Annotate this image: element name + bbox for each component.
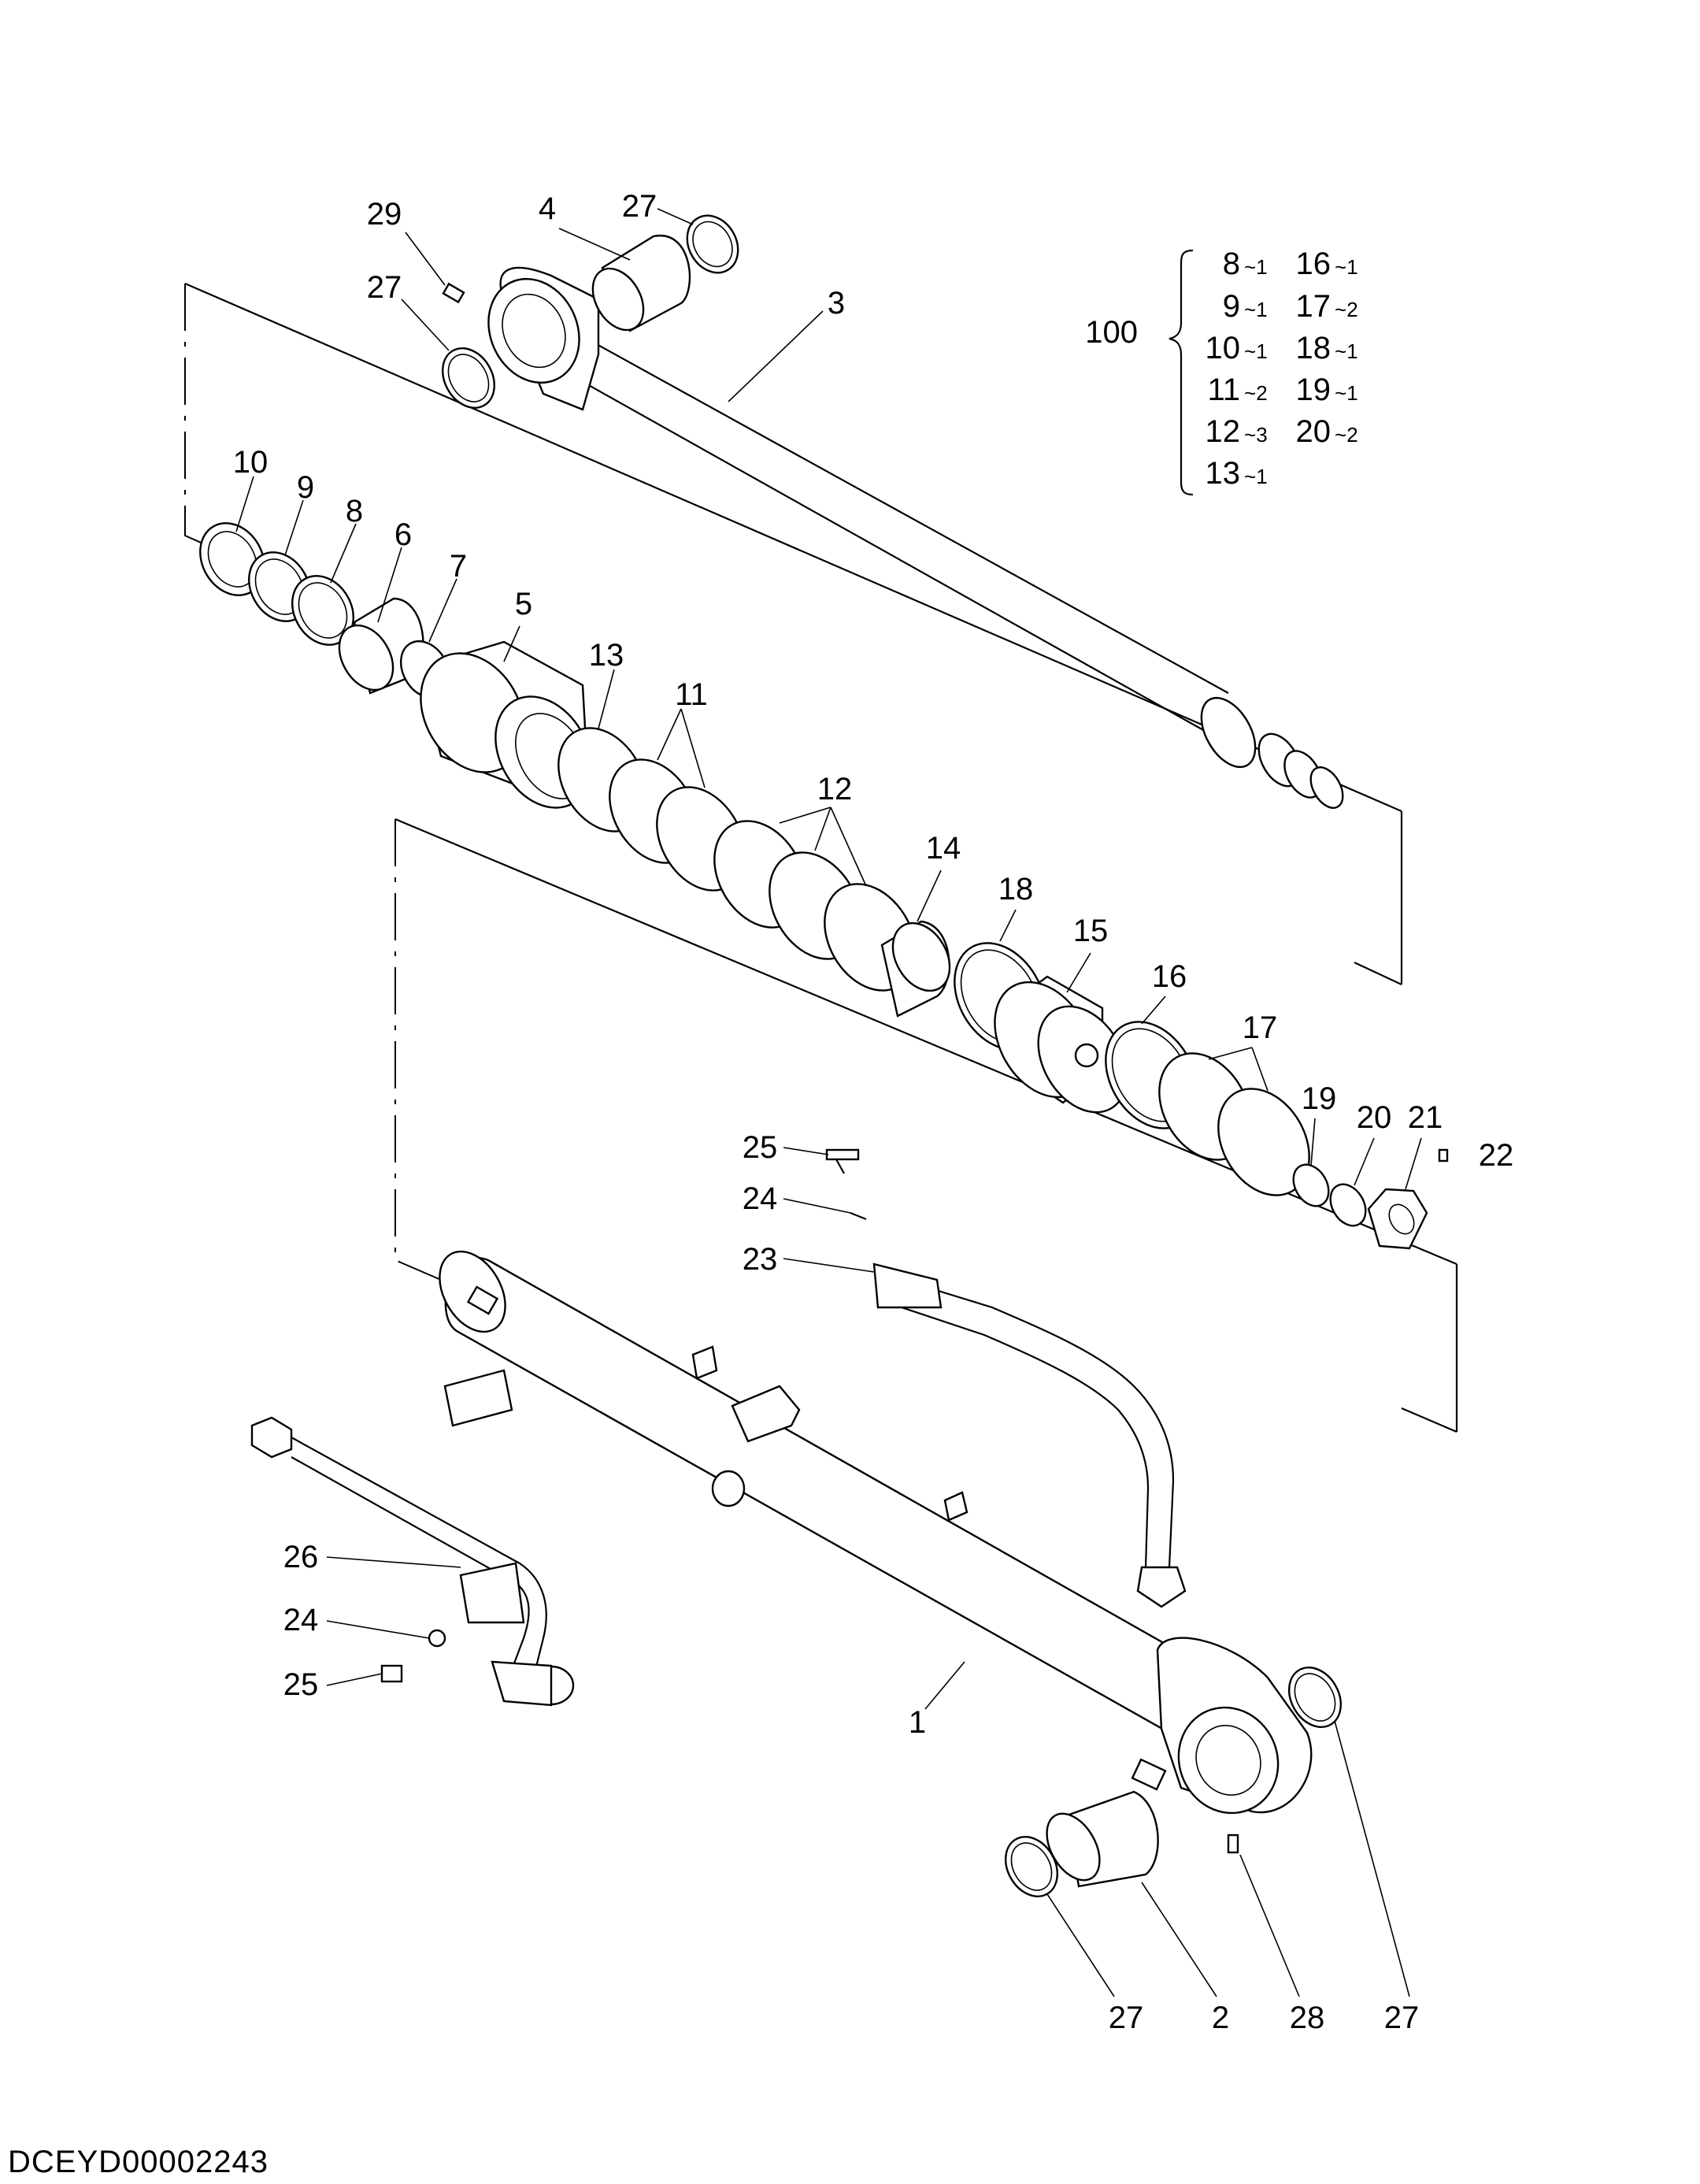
- kit-entry-12-qty: ~3: [1244, 423, 1268, 447]
- kit-number: 100: [1085, 315, 1138, 350]
- piston-rod: [572, 338, 1344, 809]
- callout-labels: 29 4 27 27 3 10 9 8 6 7 5 13 11 12 14 18…: [233, 189, 1514, 2035]
- cylinder-eye: [1131, 1637, 1313, 1815]
- callout-24: 24: [743, 1181, 778, 1216]
- grease-fitting-29: [442, 282, 465, 304]
- callout-26: 26: [283, 1540, 319, 1574]
- kit-entry-20-qty: ~2: [1335, 423, 1358, 447]
- callout-15: 15: [1073, 914, 1109, 948]
- o-ring-19: [1292, 1163, 1330, 1207]
- washer-24-upper: [850, 1211, 867, 1221]
- callout-9: 9: [297, 470, 314, 505]
- kit-entry-20: 20: [1296, 414, 1331, 449]
- washer-24-lower: [428, 1629, 446, 1648]
- kit-entry-8-qty: ~1: [1244, 255, 1268, 279]
- callout-3: 3: [828, 286, 845, 321]
- dust-seal-27-upper-right: [686, 214, 739, 274]
- callout-23: 23: [743, 1242, 778, 1277]
- kit-entry-17-qty: ~2: [1335, 298, 1358, 321]
- cylinder-tube: [439, 1250, 1198, 1734]
- leader-lines: [235, 208, 1422, 1997]
- dust-seal-27-upper-left: [442, 347, 495, 409]
- callout-27: 27: [1384, 2000, 1420, 2035]
- pipe-23: [872, 1263, 1187, 1608]
- callout-20: 20: [1357, 1100, 1392, 1135]
- callout-17: 17: [1243, 1010, 1278, 1045]
- callout-22: 22: [1479, 1138, 1514, 1173]
- set-screw-22: [1438, 1148, 1449, 1162]
- bushing-6: [338, 597, 424, 695]
- kit-entry-13-qty: ~1: [1244, 465, 1268, 488]
- kit-entry-13: 13: [1206, 456, 1241, 491]
- document-id: DCEYD00002243: [8, 2145, 269, 2179]
- backup-ring-20: [1329, 1183, 1367, 1227]
- kit-entry-18: 18: [1296, 331, 1331, 365]
- pipe-clamp-bolt-25-upper: [825, 1148, 860, 1174]
- callout-27: 27: [367, 270, 402, 305]
- dust-seal-27-lower-right: [1288, 1667, 1342, 1728]
- cushion-collar-14: [880, 920, 951, 1018]
- callout-4: 4: [539, 191, 556, 226]
- kit-entry-10: 10: [1206, 331, 1241, 365]
- kit-entry-11-qty: ~2: [1244, 381, 1268, 405]
- callout-28: 28: [1290, 2000, 1325, 2035]
- callout-6: 6: [394, 517, 412, 552]
- nut-21: [1367, 1188, 1428, 1250]
- callout-27: 27: [1109, 2000, 1144, 2035]
- callout-5: 5: [515, 587, 532, 621]
- callout-29: 29: [367, 197, 402, 232]
- kit-entry-19-qty: ~1: [1335, 381, 1358, 405]
- kit-entry-9-qty: ~1: [1244, 298, 1268, 321]
- kit-entry-16: 16: [1296, 247, 1331, 281]
- kit-entry-16-qty: ~1: [1335, 255, 1358, 279]
- callout-13: 13: [589, 638, 624, 673]
- kit-entry-11: 11: [1207, 373, 1240, 407]
- callout-25: 25: [283, 1667, 319, 1702]
- kit-entry-8: 8: [1223, 247, 1240, 281]
- callout-16: 16: [1152, 959, 1187, 994]
- callout-25: 25: [743, 1130, 778, 1165]
- bolt-25-lower: [380, 1664, 403, 1683]
- kit-entry-19: 19: [1296, 373, 1331, 407]
- grease-fitting-28: [1227, 1834, 1239, 1854]
- piston-15: [994, 975, 1128, 1114]
- seal-kit-table: 100 8 ~1 9 ~1 10 ~1 11 ~2 12 ~3 13 ~1 16…: [1085, 247, 1358, 496]
- kit-entry-9: 9: [1223, 289, 1240, 324]
- bushing-2: [1046, 1790, 1159, 1888]
- kit-entry-10-qty: ~1: [1244, 339, 1268, 363]
- pipe-26: [250, 1416, 575, 1707]
- slide-ring-17b: [1217, 1088, 1310, 1196]
- dust-seal-27-lower-left: [1005, 1836, 1058, 1897]
- callout-10: 10: [233, 445, 269, 480]
- callout-1: 1: [909, 1705, 926, 1740]
- rod-assembly-frame: [184, 282, 1403, 985]
- callout-2: 2: [1212, 2000, 1229, 2035]
- callout-11: 11: [675, 677, 708, 712]
- rod-eye: [487, 266, 600, 411]
- callout-14: 14: [926, 831, 961, 866]
- rod-eye-bushing: [591, 235, 691, 332]
- callout-21: 21: [1408, 1100, 1443, 1135]
- kit-entry-18-qty: ~1: [1335, 339, 1358, 363]
- callout-24: 24: [283, 1603, 319, 1637]
- kit-entry-17: 17: [1296, 289, 1331, 324]
- kit-brace: [1169, 249, 1194, 496]
- callout-8: 8: [346, 494, 363, 528]
- callout-12: 12: [817, 772, 853, 806]
- callout-18: 18: [998, 872, 1034, 907]
- callout-19: 19: [1302, 1081, 1337, 1116]
- callout-27: 27: [622, 189, 657, 224]
- callout-7: 7: [450, 549, 467, 584]
- kit-entry-12: 12: [1206, 414, 1241, 449]
